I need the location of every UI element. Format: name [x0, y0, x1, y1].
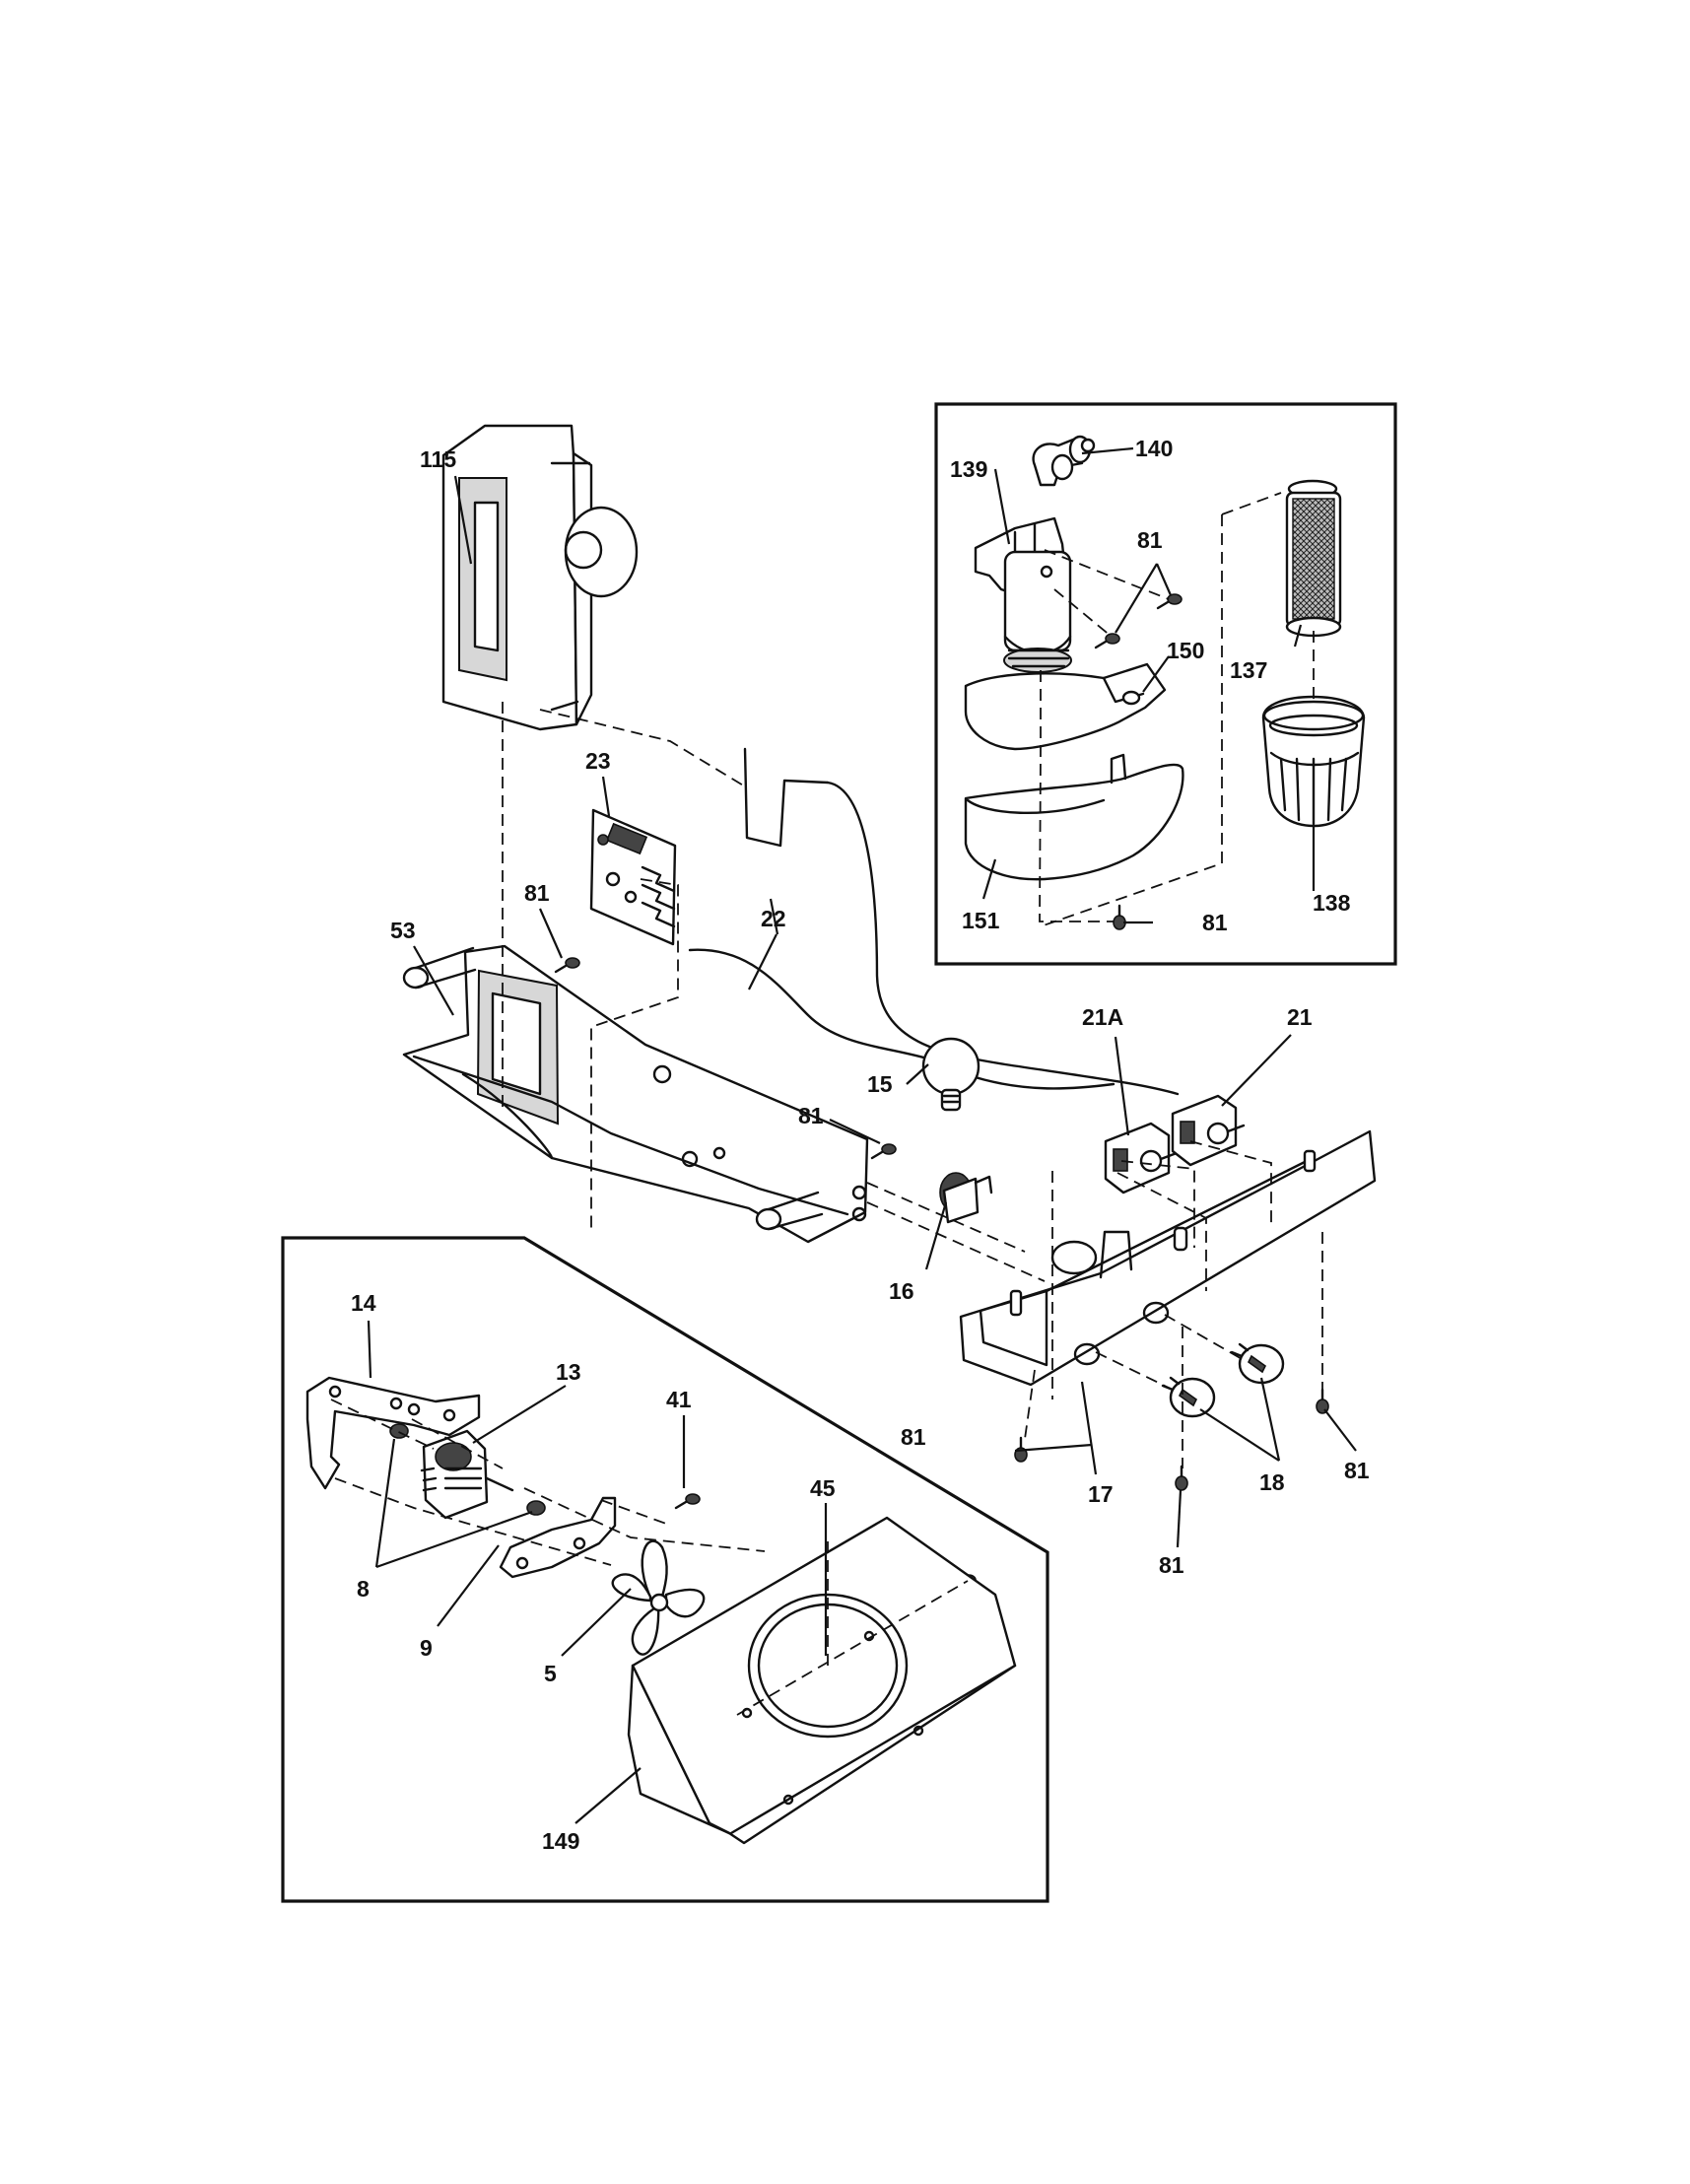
- callout-81-mid: 81: [798, 1103, 824, 1128]
- screw-icon: [674, 1493, 701, 1510]
- callout-53: 53: [390, 918, 416, 943]
- callout-labels: 115 23 22 53 81 81 15 16 21A 21 81 17 18…: [351, 436, 1370, 1854]
- callout-21: 21: [1287, 1004, 1313, 1030]
- callout-13: 13: [556, 1359, 581, 1385]
- callout-45: 45: [810, 1475, 836, 1501]
- part-23-control-board: [589, 808, 677, 946]
- fan-assembly-inset-box: [281, 1236, 1049, 1903]
- assembly-guide-lines: [330, 492, 1323, 1716]
- callout-81-filter-bottom: 81: [1202, 910, 1228, 935]
- screw-icon: [1113, 904, 1126, 930]
- callout-137: 137: [1230, 657, 1267, 683]
- part-140-elbow-fitting: [1032, 435, 1096, 487]
- callout-81-bracket-right: 81: [1344, 1458, 1370, 1483]
- callout-22: 22: [761, 906, 786, 931]
- callout-81-top-left: 81: [524, 880, 550, 906]
- callout-81-bracket-bottom: 81: [1159, 1552, 1184, 1578]
- callout-14: 14: [351, 1290, 376, 1316]
- part-53-dispenser-housing: [402, 944, 869, 1244]
- part-13-fan-motor: [420, 1429, 514, 1520]
- callout-5: 5: [544, 1661, 557, 1686]
- part-149-fan-shroud: [627, 1516, 1017, 1845]
- callout-23: 23: [585, 748, 611, 774]
- part-21a-switch: [1104, 1122, 1179, 1194]
- callout-115: 115: [420, 446, 456, 472]
- callout-81-filter-head: 81: [1137, 527, 1163, 553]
- part-14-motor-bracket: [305, 1376, 481, 1490]
- callout-150: 150: [1167, 638, 1204, 663]
- callout-16: 16: [889, 1278, 914, 1304]
- screw-icon: [870, 1143, 897, 1160]
- callout-21a: 21A: [1082, 1004, 1123, 1030]
- callout-41: 41: [666, 1387, 692, 1412]
- water-filter-inset-box: [934, 402, 1397, 966]
- part-21-switch: [1171, 1094, 1246, 1167]
- part-150-filter-cover-upper: [964, 662, 1167, 751]
- callout-15: 15: [867, 1071, 893, 1097]
- part-9-motor-bracket-lower: [499, 1496, 617, 1579]
- part-151-filter-cover-lower: [964, 753, 1184, 881]
- part-16-lamp-socket: [939, 1172, 993, 1224]
- part-5-fan-blade: [611, 1539, 706, 1656]
- callout-17: 17: [1088, 1481, 1114, 1507]
- part-18-knob-upper: [1230, 1342, 1285, 1385]
- callout-9: 9: [420, 1635, 433, 1661]
- screw-icon: [1156, 593, 1183, 610]
- callout-138: 138: [1313, 890, 1351, 916]
- part-138-filter-bowl: [1261, 695, 1366, 828]
- callout-139: 139: [950, 456, 987, 482]
- callout-81-bracket-left: 81: [901, 1424, 926, 1450]
- part-137-filter-cartridge: [1285, 479, 1342, 638]
- screw-icon: [554, 957, 580, 974]
- part-115-motor-housing: [441, 424, 639, 731]
- part-15-light-bulb: [921, 1037, 980, 1112]
- callout-8: 8: [357, 1576, 370, 1602]
- callout-leader-lines: [367, 446, 1357, 1824]
- part-18-knob-lower: [1161, 1376, 1216, 1418]
- screw-icon: [1175, 1465, 1188, 1491]
- part-22-wire-harness: [688, 747, 1180, 1096]
- callout-140: 140: [1135, 436, 1173, 461]
- part-139-filter-head: [974, 516, 1072, 673]
- callout-151: 151: [962, 908, 1000, 933]
- screw-icon: [1094, 633, 1120, 649]
- callout-18: 18: [1259, 1469, 1285, 1495]
- screw-icon: [1316, 1388, 1329, 1414]
- callout-149: 149: [542, 1828, 579, 1854]
